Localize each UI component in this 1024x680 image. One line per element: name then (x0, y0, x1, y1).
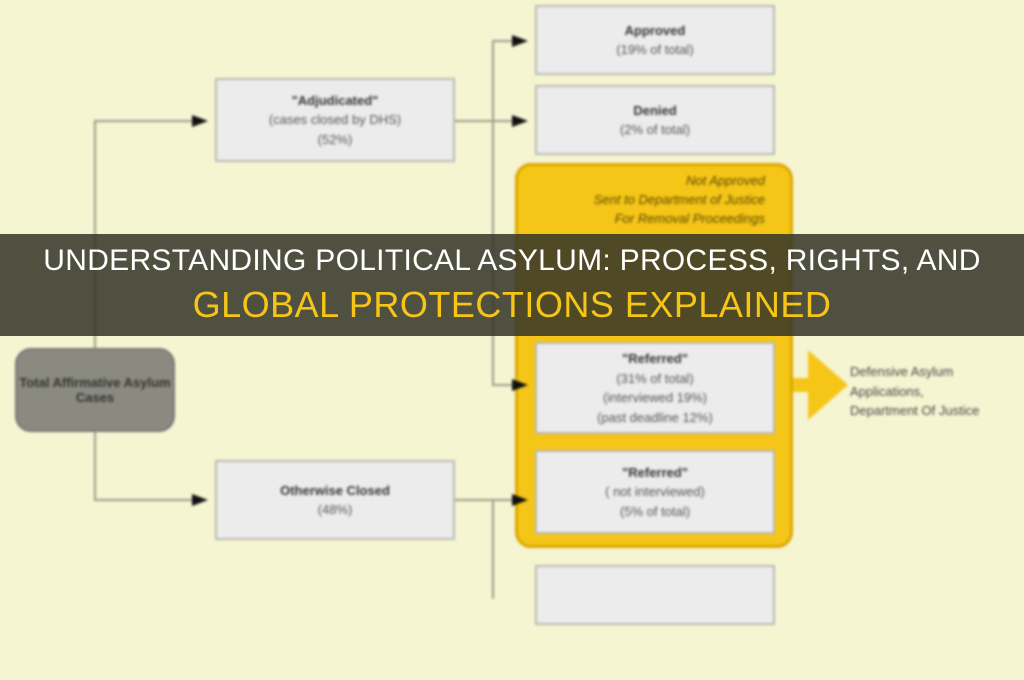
node-text: (19% of total) (616, 42, 694, 57)
connector (94, 499, 204, 501)
label-text: Department Of Justice (850, 403, 980, 418)
node-text: (52%) (317, 131, 353, 147)
connector (492, 40, 494, 385)
connector (94, 120, 204, 122)
connector (492, 384, 522, 386)
bottom-node (535, 565, 775, 625)
note-text: For Removal Proceedings (614, 210, 765, 226)
title-banner: UNDERSTANDING POLITICAL ASYLUM: PROCESS,… (0, 234, 1024, 336)
title-line-2: GLOBAL PROTECTIONS EXPLAINED (192, 284, 832, 325)
connector (455, 120, 515, 122)
connector (492, 499, 494, 599)
note-text: Sent to Department of Justice (593, 191, 765, 207)
big-arrow-shaft (793, 378, 808, 392)
arrow-icon (192, 115, 208, 127)
node-text: (interviewed 19%) (602, 390, 708, 405)
arrow-icon (512, 115, 528, 127)
node-title: Denied (633, 102, 677, 118)
arrow-icon (512, 379, 528, 391)
node-text: (cases closed by DHS) (268, 112, 402, 128)
big-arrow-icon (808, 350, 848, 420)
otherwise-closed-node: Otherwise Closed (48%) (215, 460, 455, 540)
node-title: Approved (624, 22, 686, 38)
defensive-asylum-label: Defensive Asylum Applications, Departmen… (850, 362, 979, 421)
note-text: Not Approved (685, 173, 765, 188)
total-cases-node: Total Affirmative Asylum Cases (15, 348, 175, 432)
arrow-icon (512, 494, 528, 506)
connector (455, 499, 515, 501)
denied-node: Denied (2% of total) (535, 85, 775, 155)
node-text: (48%) (317, 502, 353, 517)
not-approved-note: Not Approved Sent to Department of Justi… (540, 172, 765, 229)
node-title: "Referred" (622, 351, 688, 366)
node-text: (2% of total) (619, 122, 691, 137)
node-text: (past deadline 12%) (597, 409, 713, 425)
approved-node: Approved (19% of total) (535, 5, 775, 75)
node-text: (31% of total) (616, 370, 694, 386)
connector (492, 40, 522, 42)
adjudicated-node: "Adjudicated" (cases closed by DHS) (52%… (215, 78, 455, 162)
total-label: Total Affirmative Asylum Cases (19, 375, 171, 405)
referred-interviewed-node: "Referred" (31% of total) (interviewed 1… (535, 342, 775, 434)
title-line-1: UNDERSTANDING POLITICAL ASYLUM: PROCESS,… (43, 244, 981, 277)
label-text: Applications, (850, 383, 924, 399)
node-text: ( not interviewed) (605, 484, 705, 500)
label-text: Defensive Asylum (850, 364, 954, 379)
arrow-icon (512, 35, 528, 47)
node-title: Otherwise Closed (280, 482, 390, 498)
node-text: (5% of total) (619, 503, 691, 519)
referred-not-interviewed-node: "Referred" ( not interviewed) (5% of tot… (535, 450, 775, 534)
node-title: "Adjudicated" (291, 92, 379, 108)
node-title: "Referred" (622, 464, 688, 480)
arrow-icon (192, 494, 208, 506)
